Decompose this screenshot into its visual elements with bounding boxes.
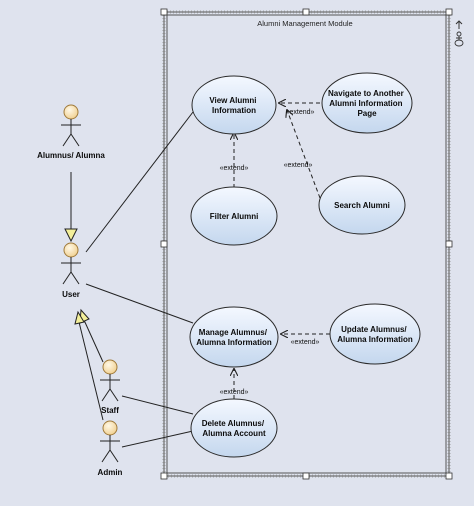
usecase-delete-alumnus[interactable]: Delete Alumnus/ Alumna Account	[190, 398, 278, 458]
extend-label: «extend»	[286, 109, 315, 116]
usecase-label: Alumna Information	[196, 338, 272, 347]
resize-handle[interactable]	[160, 240, 168, 248]
usecase-label: Page	[357, 109, 377, 118]
extend-label: «extend»	[220, 165, 249, 172]
actor-label-staff: Staff	[101, 406, 119, 415]
resize-handle[interactable]	[302, 472, 310, 480]
actor-user[interactable]	[61, 242, 81, 285]
association-staff-delete[interactable]	[121, 395, 194, 415]
usecase-update-alumnus[interactable]: Update Alumnus/ Alumna Information	[329, 303, 421, 365]
generalization-staff-user[interactable]	[83, 319, 104, 363]
element-toolbar	[454, 20, 464, 47]
up-arrow-icon[interactable]	[455, 20, 463, 29]
usecase-label: Information	[212, 106, 256, 115]
usecase-label: Navigate to Another	[328, 89, 404, 98]
extend-search-view[interactable]	[287, 110, 321, 199]
person-icon[interactable]	[456, 31, 462, 40]
extend-label: «extend»	[284, 162, 313, 169]
resize-handle[interactable]	[302, 8, 310, 16]
svg-text:Update Alumnus/ Alumna I: Update Alumnus/ Alumna Information	[337, 325, 413, 344]
generalization-arrowhead	[64, 228, 78, 243]
usecase-label: Alumna Information	[337, 335, 413, 344]
actor-admin[interactable]	[100, 420, 120, 463]
usecase-search-alumni[interactable]: Search Alumni	[318, 175, 406, 235]
usecase-label: Filter Alumni	[210, 212, 259, 221]
actor-staff[interactable]	[100, 359, 120, 402]
association-user-manage[interactable]	[85, 283, 194, 324]
usecase-label: View Alumni	[209, 96, 256, 105]
ellipse-icon[interactable]	[454, 39, 464, 47]
resize-handle[interactable]	[160, 8, 168, 16]
svg-text:View Alumni Information: View Alumni Information	[209, 96, 258, 115]
usecase-label: Search Alumni	[334, 201, 390, 210]
svg-text:Navigate to Another Alum: Navigate to Another Alumni Information P…	[328, 89, 406, 118]
association-user-view[interactable]	[85, 111, 194, 253]
usecase-navigate[interactable]: Navigate to Another Alumni Information P…	[321, 72, 413, 134]
generalization-admin-user[interactable]	[78, 321, 104, 421]
svg-text:Manage Alumnus/ Alumna I: Manage Alumnus/ Alumna Information	[196, 328, 272, 347]
extend-labels: «extend» «extend» «extend» «extend» «ext…	[220, 109, 320, 396]
extend-label: «extend»	[220, 389, 249, 396]
resize-handle[interactable]	[160, 472, 168, 480]
usecase-label: Alumna Account	[202, 429, 266, 438]
extend-relations	[234, 103, 330, 399]
associations	[85, 111, 194, 448]
generalizations	[64, 172, 104, 421]
resize-handle[interactable]	[445, 472, 453, 480]
usecase-view-alumni[interactable]: View Alumni Information	[191, 75, 277, 135]
usecase-label: Update Alumnus/	[341, 325, 407, 334]
resize-handle[interactable]	[445, 8, 453, 16]
usecase-filter-alumni[interactable]: Filter Alumni	[190, 186, 278, 246]
system-title: Alumni Management Module	[257, 19, 352, 28]
association-admin-delete[interactable]	[121, 430, 194, 448]
usecase-manage-alumnus[interactable]: Manage Alumnus/ Alumna Information	[189, 306, 279, 368]
actor-label-admin: Admin	[98, 468, 123, 477]
usecase-label: Delete Alumnus/	[202, 419, 265, 428]
actor-alumnus[interactable]	[61, 104, 81, 147]
actor-label-user: User	[62, 290, 80, 299]
system-boundary[interactable]	[160, 8, 453, 480]
usecase-label: Manage Alumnus/	[199, 328, 268, 337]
usecase-label: Alumni Information	[329, 99, 402, 108]
generalization-arrowhead	[74, 310, 85, 325]
actor-label-alumnus: Alumnus/ Alumna	[37, 151, 105, 160]
svg-text:Delete Alumnus/ Alumna A: Delete Alumnus/ Alumna Account	[202, 419, 267, 438]
resize-handle[interactable]	[445, 240, 453, 248]
extend-label: «extend»	[291, 339, 320, 346]
